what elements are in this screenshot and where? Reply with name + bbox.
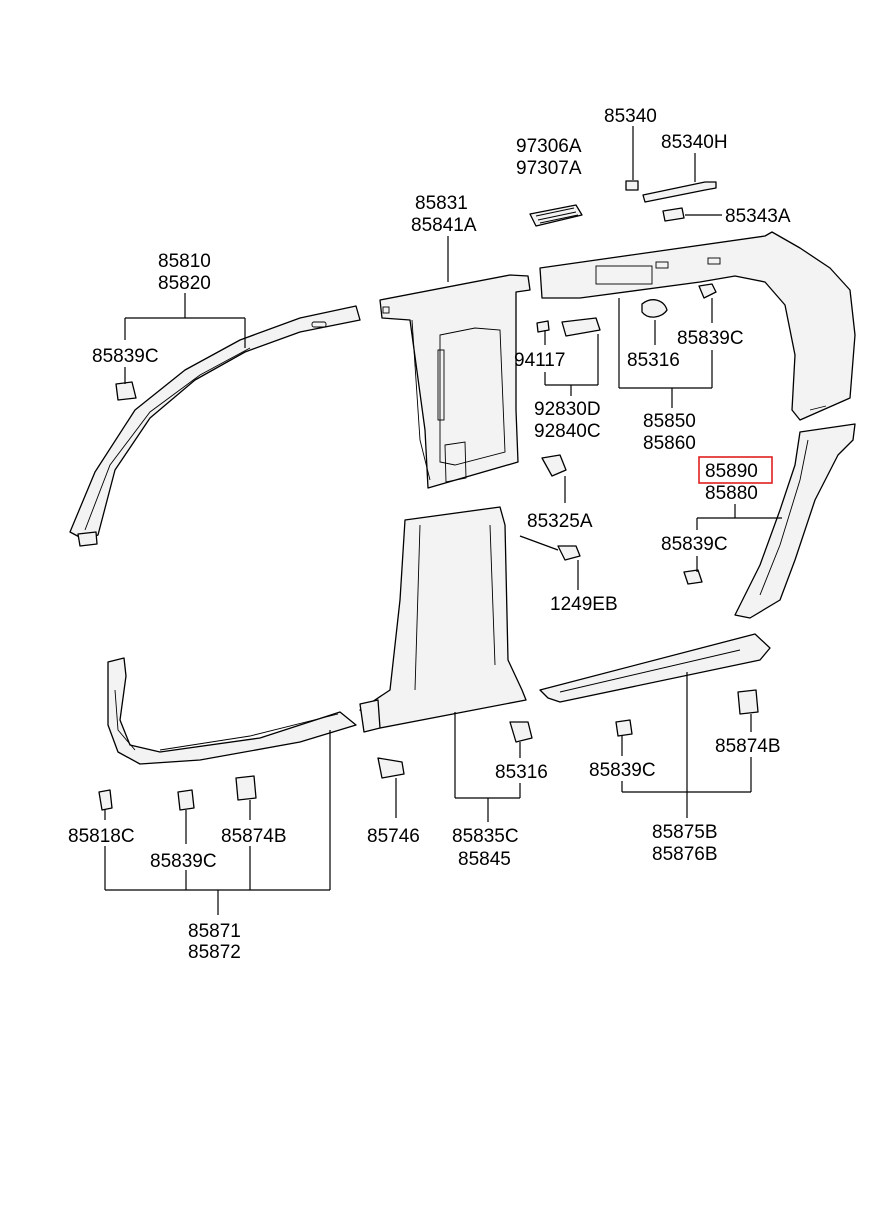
screw-1249EB-drawing (557, 545, 581, 561)
label-85316-b: 85316 (495, 762, 548, 783)
label-85839C-d: 85839C (589, 760, 656, 781)
b-pillar-lower-trim-drawing (359, 506, 527, 733)
label-92840C: 92840C (534, 421, 601, 442)
label-85340: 85340 (604, 106, 657, 127)
label-85871: 85871 (188, 921, 241, 942)
label-85746: 85746 (367, 826, 420, 847)
quarter-lower-trim-drawing (734, 423, 856, 619)
label-85860: 85860 (643, 433, 696, 454)
front-sill-scuff-drawing (107, 657, 357, 765)
label-85841A: 85841A (411, 215, 477, 236)
label-85839C-c: 85839C (661, 534, 728, 555)
part-labels: 85340 85340H 97306A 97307A 85343A 85831 … (68, 106, 791, 963)
label-85818C: 85818C (68, 826, 135, 847)
label-85835C: 85835C (452, 826, 519, 847)
a-pillar-trim-drawing (69, 305, 361, 547)
label-85340H: 85340H (661, 132, 728, 153)
label-85839C-a: 85839C (92, 346, 159, 367)
label-85876B: 85876B (652, 844, 718, 865)
label-85880: 85880 (705, 483, 758, 504)
leader-lines (104, 126, 782, 915)
b-pillar-upper-trim-drawing (379, 274, 531, 489)
label-85839C-b: 85839C (677, 328, 744, 349)
label-92830D: 92830D (534, 399, 601, 420)
label-85820: 85820 (158, 273, 211, 294)
label-94117: 94117 (514, 350, 565, 371)
clip-85839C-right-drawing (683, 569, 703, 585)
label-85872: 85872 (188, 942, 241, 963)
label-85875B: 85875B (652, 822, 718, 843)
label-97307A: 97307A (516, 158, 582, 179)
label-97306A: 97306A (516, 136, 582, 157)
label-85845: 85845 (458, 849, 511, 870)
rear-sill-scuff-drawing (539, 633, 771, 703)
label-85850: 85850 (643, 411, 696, 432)
assist-handle-drawing (625, 180, 717, 222)
screw-85325A-drawing (541, 454, 567, 477)
label-85890: 85890 (705, 461, 758, 482)
label-85874B-a: 85874B (715, 736, 781, 757)
label-85343A: 85343A (725, 206, 791, 227)
label-85325A: 85325A (527, 511, 593, 532)
vent-grille-drawing (529, 204, 583, 227)
highlight-box-85890 (698, 456, 773, 484)
label-85831: 85831 (415, 193, 468, 214)
label-85874B-b: 85874B (221, 826, 287, 847)
label-1249EB: 1249EB (550, 594, 618, 615)
bottom-small-parts-drawing (98, 689, 759, 811)
label-85810: 85810 (158, 251, 211, 272)
small-parts-cluster-drawing (536, 283, 717, 337)
label-85839C-e: 85839C (150, 851, 217, 872)
label-85316-a: 85316 (627, 350, 680, 371)
clip-85839C-left-drawing (115, 381, 137, 401)
quarter-upper-trim-drawing (539, 231, 856, 421)
